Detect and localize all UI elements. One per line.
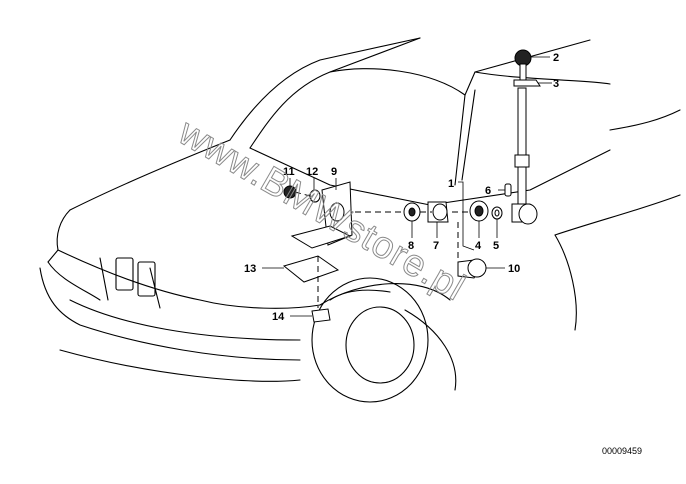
part-label-4: 4 xyxy=(475,240,482,252)
diagram-reference-number: 00009459 xyxy=(601,446,642,456)
part-labels: 1 2 3 4 5 6 7 8 9 10 11 12 13 14 xyxy=(244,52,559,323)
part-label-5: 5 xyxy=(493,240,499,252)
antenna-assembly xyxy=(403,49,541,279)
part-label-2: 2 xyxy=(553,52,559,64)
watermark-text: www.BMWstore.pl xyxy=(171,111,473,310)
part-label-7: 7 xyxy=(433,240,439,252)
part-label-3: 3 xyxy=(553,78,559,90)
part-label-11: 11 xyxy=(283,166,295,178)
part-label-13: 13 xyxy=(244,263,256,275)
leader-lines xyxy=(262,56,552,317)
part-label-10: 10 xyxy=(508,263,520,275)
assembly-lines xyxy=(294,191,470,308)
part-label-12: 12 xyxy=(306,166,318,178)
part-label-8: 8 xyxy=(408,240,414,252)
part-label-14: 14 xyxy=(272,311,285,323)
part-label-1: 1 xyxy=(448,178,454,190)
part-label-9: 9 xyxy=(331,166,337,178)
part-label-6: 6 xyxy=(485,185,491,197)
